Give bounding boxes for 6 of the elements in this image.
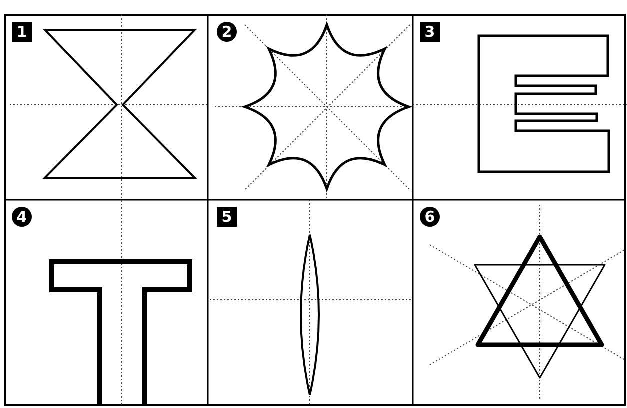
panel-number: 4 xyxy=(12,207,32,227)
panel-number: 6 xyxy=(420,207,440,227)
panel-number: 5 xyxy=(217,207,237,227)
panel-number: 2 xyxy=(217,22,237,42)
panel-number: 1 xyxy=(12,22,32,42)
panel-number: 3 xyxy=(420,22,440,42)
